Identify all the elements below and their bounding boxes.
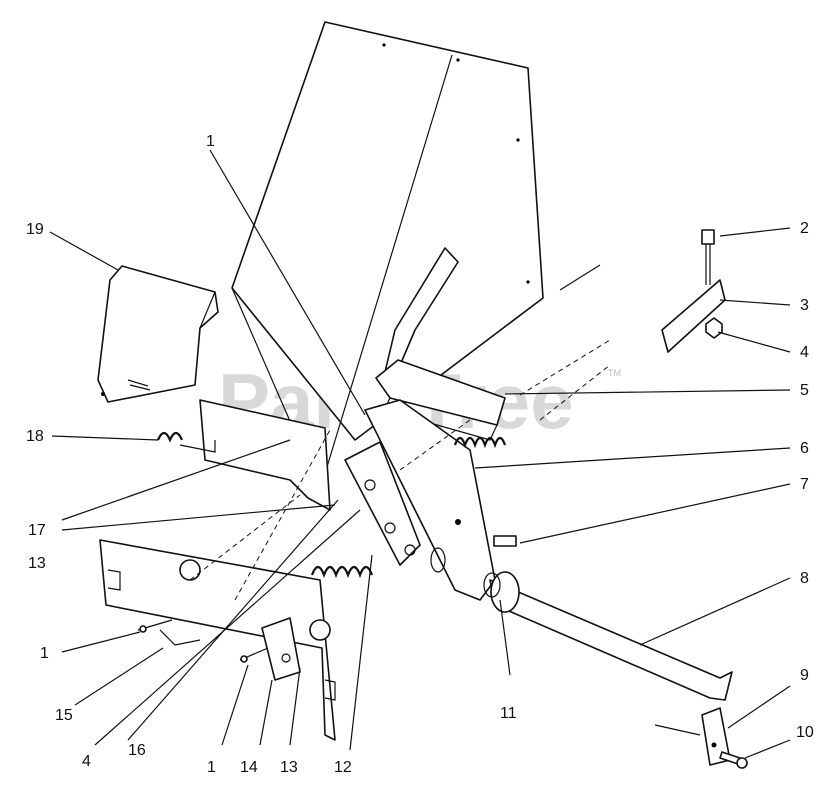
callout-9: 9	[800, 667, 809, 684]
callout-4-bottom: 4	[82, 753, 91, 770]
pedal-arm	[97, 265, 219, 403]
callout-5: 5	[800, 382, 809, 399]
base-bracket	[99, 539, 336, 741]
callout-1-top: 1	[206, 133, 215, 150]
spring-lower	[310, 565, 374, 579]
assembly-lines	[189, 339, 611, 601]
spring-upper	[453, 436, 507, 449]
callout-13-left: 13	[28, 555, 46, 572]
callout-labels: 1 2 3 4 5 6 7 8 9 10 11 12 13 14 15 16 1…	[26, 133, 814, 776]
callout-3: 3	[800, 297, 809, 314]
callout-6: 6	[800, 440, 809, 457]
link-plate	[344, 441, 421, 566]
callout-11: 11	[500, 705, 517, 722]
upper-right-hardware	[661, 229, 726, 353]
callout-1-bottom: 1	[207, 759, 216, 776]
deflector-plate	[231, 21, 544, 491]
callout-14: 14	[240, 759, 258, 776]
callout-17: 17	[28, 522, 46, 539]
watermark-tm: TM	[608, 368, 621, 378]
callout-4-right: 4	[800, 344, 809, 361]
callout-13-bottom: 13	[280, 759, 298, 776]
callout-7: 7	[800, 476, 809, 493]
pivot-bushing	[179, 440, 216, 453]
callout-12: 12	[334, 759, 352, 776]
small-hardware	[137, 535, 517, 681]
callout-19: 19	[26, 221, 44, 238]
callout-10: 10	[796, 724, 814, 741]
callout-15: 15	[55, 707, 73, 724]
callout-1-left: 1	[40, 645, 49, 662]
callout-2: 2	[800, 220, 809, 237]
bracket-plate	[199, 399, 331, 511]
leader-lines	[49, 149, 791, 759]
bolt	[719, 751, 748, 769]
callout-8: 8	[800, 570, 809, 587]
shaft	[483, 571, 733, 701]
callout-18: 18	[26, 428, 44, 445]
callout-16: 16	[128, 742, 146, 759]
spring-left	[156, 431, 184, 443]
